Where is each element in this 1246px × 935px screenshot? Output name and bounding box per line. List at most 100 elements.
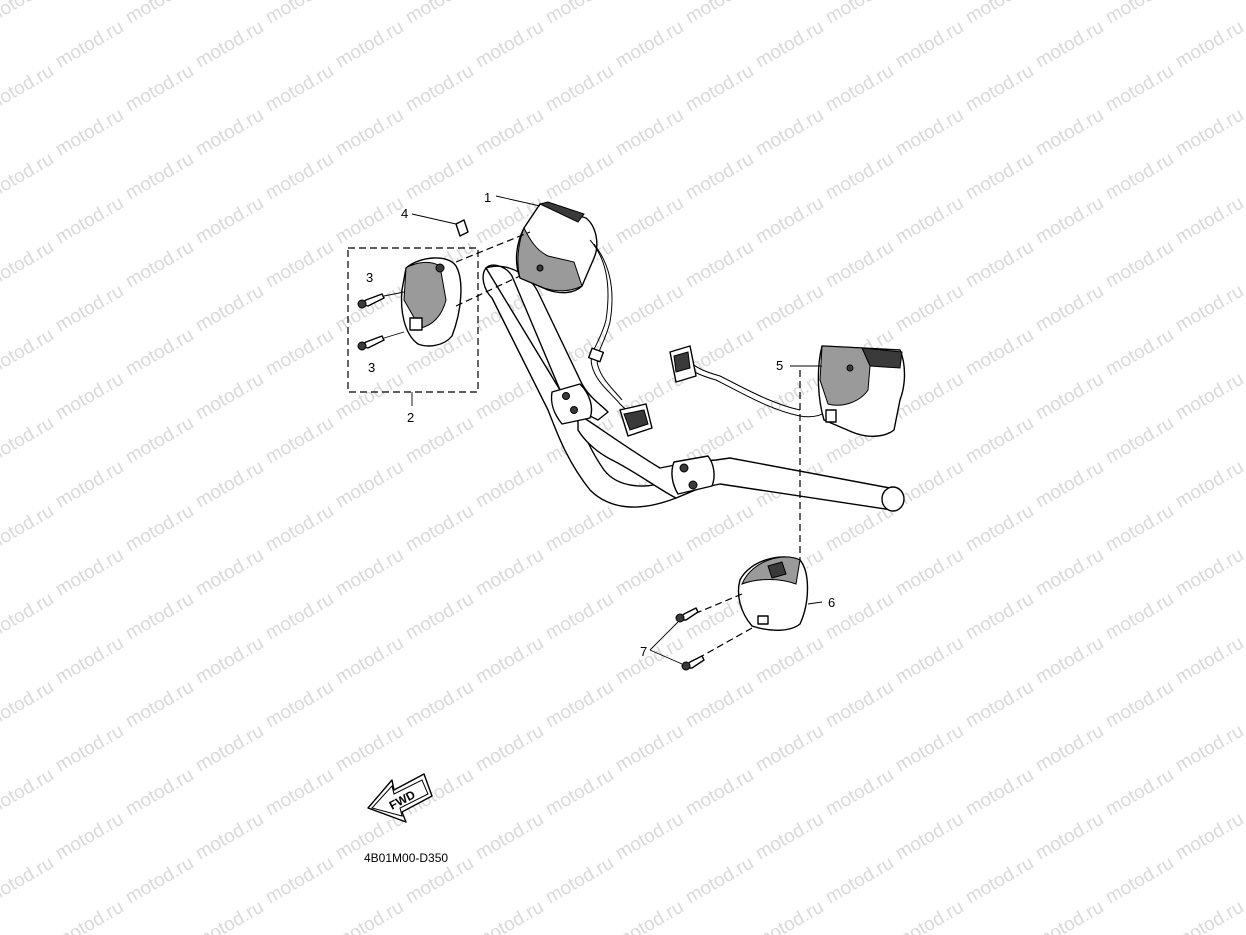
watermark-text: motod.ru: [822, 149, 897, 205]
callout-3-lower: 3: [368, 360, 375, 375]
watermark-text: motod.ru: [612, 545, 687, 601]
watermark-text: motod.ru: [472, 457, 547, 513]
watermark-text: motod.ru: [1242, 149, 1246, 205]
watermark-text: motod.ru: [822, 765, 897, 821]
callout-1: 1: [484, 190, 491, 205]
watermark-text: motod.ru: [332, 193, 407, 249]
watermark-text: motod.ru: [612, 721, 687, 777]
watermark-text: motod.ru: [402, 677, 477, 733]
watermark-text: motod.ru: [262, 589, 337, 645]
watermark-text: motod.ru: [962, 0, 1037, 28]
watermark-text: motod.ru: [262, 61, 337, 117]
watermark-text: motod.ru: [192, 457, 267, 513]
watermark-text: motod.ru: [612, 17, 687, 73]
watermark-text: motod.ru: [962, 765, 1037, 821]
watermark-text: motod.ru: [1172, 897, 1246, 935]
watermark-text: motod.ru: [52, 17, 127, 73]
watermark-text: motod.ru: [962, 677, 1037, 733]
watermark-text: motod.ru: [262, 237, 337, 293]
watermark-text: motod.ru: [1102, 501, 1177, 557]
callout-labels: 1 2 3 3 4 5 6 7: [366, 190, 835, 659]
watermark-text: motod.ru: [1242, 237, 1246, 293]
watermark-text: motod.ru: [192, 193, 267, 249]
watermark-text: motod.ru: [1172, 457, 1246, 513]
watermark-text: motod.ru: [122, 237, 197, 293]
watermark-text: motod.ru: [0, 413, 57, 469]
watermark-text: motod.ru: [262, 677, 337, 733]
watermark-text: motod.ru: [542, 501, 617, 557]
watermark-text: motod.ru: [262, 853, 337, 909]
watermark-text: motod.ru: [192, 369, 267, 425]
watermark-text: motod.ru: [612, 809, 687, 865]
watermark-text: motod.ru: [472, 897, 547, 935]
watermark-text: motod.ru: [1242, 325, 1246, 381]
watermark-text: motod.ru: [752, 721, 827, 777]
watermark-text: motod.ru: [52, 633, 127, 689]
watermark-text: motod.ru: [892, 281, 967, 337]
watermark-text: motod.ru: [682, 0, 757, 28]
watermark-text: motod.ru: [262, 765, 337, 821]
watermark-text: motod.ru: [52, 105, 127, 161]
watermark-text: motod.ru: [122, 501, 197, 557]
watermark-text: motod.ru: [1172, 721, 1246, 777]
watermark-text: motod.ru: [1102, 61, 1177, 117]
watermark-text: motod.ru: [1242, 0, 1246, 28]
watermark-text: motod.ru: [1172, 545, 1246, 601]
watermark-text: motod.ru: [122, 677, 197, 733]
watermark-text: motod.ru: [892, 721, 967, 777]
watermark-text: motod.ru: [822, 237, 897, 293]
watermark-text: motod.ru: [962, 325, 1037, 381]
watermark-text: motod.ru: [1172, 281, 1246, 337]
watermark-text: motod.ru: [332, 105, 407, 161]
watermark-text: motod.ru: [0, 589, 57, 645]
watermark-text: motod.ru: [542, 61, 617, 117]
watermark-text: motod.ru: [332, 17, 407, 73]
watermark-text: motod.ru: [682, 765, 757, 821]
watermark-text: motod.ru: [262, 413, 337, 469]
watermark-text: motod.ru: [1102, 237, 1177, 293]
watermark-text: motod.ru: [192, 17, 267, 73]
handlebar: [482, 264, 905, 512]
watermark-text: motod.ru: [542, 677, 617, 733]
watermark-text: motod.ru: [612, 281, 687, 337]
watermark-text: motod.ru: [472, 17, 547, 73]
watermark-text: motod.ru: [962, 413, 1037, 469]
watermark-text: motod.ru: [472, 809, 547, 865]
watermark-text: motod.ru: [52, 809, 127, 865]
watermark-text: motod.ru: [822, 853, 897, 909]
watermark-text: motod.ru: [682, 61, 757, 117]
leader-lines: [411, 195, 823, 665]
watermark-text: motod.ru: [1172, 193, 1246, 249]
watermark-text: motod.ru: [122, 589, 197, 645]
watermark-text: motod.ru: [682, 501, 757, 557]
watermark-text: motod.ru: [0, 61, 57, 117]
watermark-text: motod.ru: [0, 853, 57, 909]
watermark-text: motod.ru: [1032, 721, 1107, 777]
watermark-text: motod.ru: [962, 149, 1037, 205]
watermark-text: motod.ru: [52, 897, 127, 935]
watermark-text: motod.ru: [1172, 105, 1246, 161]
right-switch-cover-6: [675, 556, 809, 671]
watermark-text: motod.ru: [1242, 677, 1246, 733]
watermark-text: motod.ru: [1032, 633, 1107, 689]
watermark-text: motod.ru: [1032, 281, 1107, 337]
watermark-text: motod.ru: [332, 721, 407, 777]
watermark-text: motod.ru: [822, 61, 897, 117]
watermark-text: motod.ru: [332, 281, 407, 337]
watermark-text: motod.ru: [0, 0, 57, 28]
watermark-text: motod.ru: [122, 853, 197, 909]
watermark-text: motod.ru: [332, 545, 407, 601]
watermark-text: motod.ru: [0, 677, 57, 733]
watermark-text: motod.ru: [122, 0, 197, 28]
fwd-arrow-icon: FWD: [367, 773, 433, 823]
watermark-text: motod.ru: [332, 897, 407, 935]
watermark-text: motod.ru: [262, 149, 337, 205]
watermark-text: motod.ru: [192, 809, 267, 865]
watermark-text: motod.ru: [192, 545, 267, 601]
watermark-text: motod.ru: [52, 281, 127, 337]
watermark-text: motod.ru: [542, 765, 617, 821]
watermark-text: motod.ru: [1102, 853, 1177, 909]
watermark-text: motod.ru: [962, 501, 1037, 557]
watermark-text: motod.ru: [752, 633, 827, 689]
